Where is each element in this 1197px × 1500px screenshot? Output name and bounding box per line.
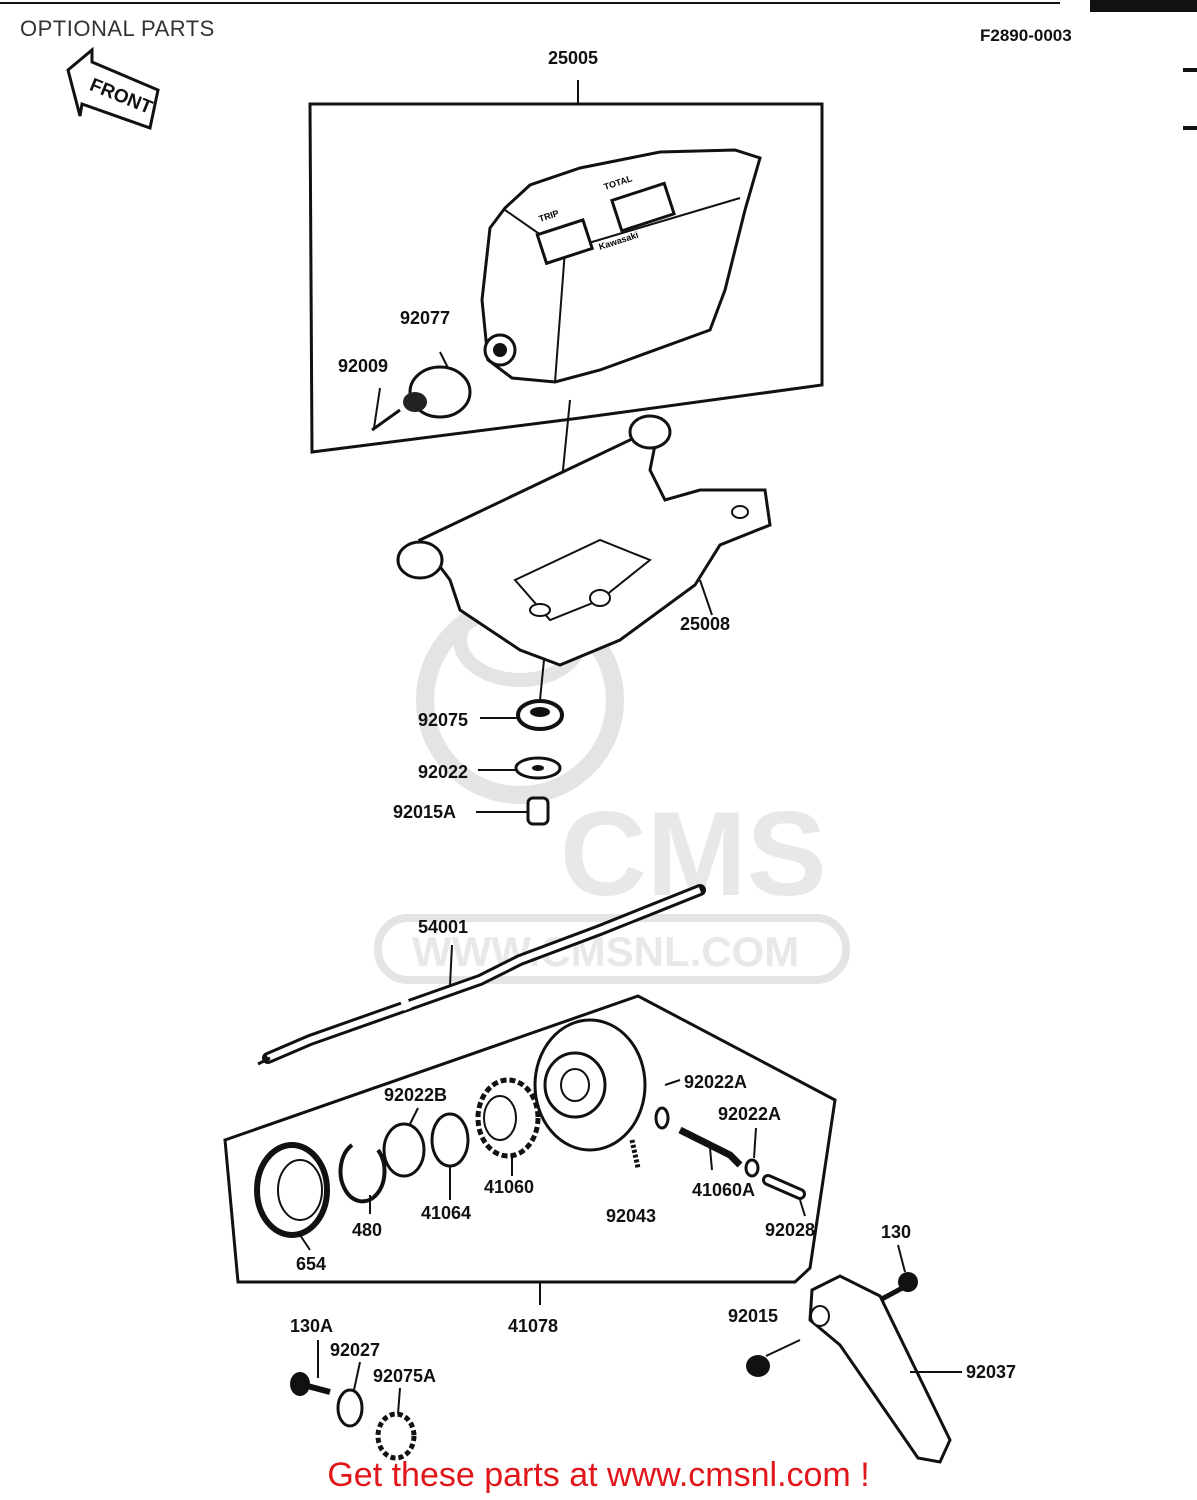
part-label: 92022 [418,762,468,782]
part-label: 92075A [373,1366,436,1386]
part-label: 41064 [421,1203,471,1223]
washer-92022 [478,756,562,780]
part-label: 25008 [680,614,730,634]
gear-41060 [475,1077,541,1176]
screw-92009 [371,387,401,432]
part-label: 92027 [330,1340,380,1360]
meter-housing: TRIP TOTAL Kawasaki [480,148,762,384]
bolt-130a [290,1340,331,1396]
part-labels: 25005 92077 92009 25008 92075 92022 9201… [290,48,1016,1386]
page-title: OPTIONAL PARTS [20,16,215,41]
total-window [610,181,676,233]
washer-92027 [336,1361,364,1428]
part-label: 92015A [393,802,456,822]
front-arrow: FRONT [66,46,160,130]
circlip-480 [338,1143,387,1214]
gear-housing [533,1018,647,1152]
part-label: 41078 [508,1316,558,1336]
part-label: 92028 [765,1220,815,1240]
meter-bracket [396,414,772,667]
reset-knob [403,351,472,419]
oil-seal-654 [254,1142,330,1251]
part-label: 54001 [418,917,468,937]
cable-holder-92037 [808,1274,962,1464]
figure-code: F2890-0003 [980,26,1072,45]
nut-92015a [476,796,550,826]
trip-window [535,218,595,266]
bushing-92028 [762,1174,806,1217]
grommet-92075a [375,1387,417,1461]
watermark-logo: CMS [560,787,827,921]
part-label: 92043 [606,1206,656,1226]
part-label: 130A [290,1316,333,1336]
footer-link-text[interactable]: Get these parts at www.cmsnl.com ! [327,1456,870,1494]
washer-92022b [382,1107,426,1178]
part-label: 130 [881,1222,911,1242]
part-label: 25005 [548,48,598,68]
part-label: 480 [352,1220,382,1240]
part-label: 654 [296,1254,326,1274]
part-label: 92022A [684,1072,747,1092]
grommet-92075 [480,699,564,731]
part-label: 92037 [966,1362,1016,1382]
part-label: 41060 [484,1177,534,1197]
part-label: 92015 [728,1306,778,1326]
meter-assembly-frame [308,102,824,454]
part-label: 92077 [400,308,450,328]
part-label: 92075 [418,710,468,730]
washer-92022a-left [654,1079,681,1130]
part-label: 41060A [692,1180,755,1200]
watermark-site: WWW.CMSNL.COM [412,928,799,975]
meter-gear-frame [223,994,837,1284]
pinion-41060a [678,1126,743,1171]
corner-mark [1090,0,1197,12]
nut-92015 [746,1339,801,1377]
bolt-130 [878,1244,918,1303]
part-label: 92022A [718,1104,781,1124]
washer-92022a-right [744,1127,760,1178]
part-label: 92022B [384,1085,447,1105]
speedometer-cable [257,884,706,1066]
plate-41064 [430,1112,470,1200]
cms-watermark: CMS WWW.CMSNL.COM [374,593,850,984]
part-label: 92009 [338,356,388,376]
spring-92043 [629,1139,641,1169]
